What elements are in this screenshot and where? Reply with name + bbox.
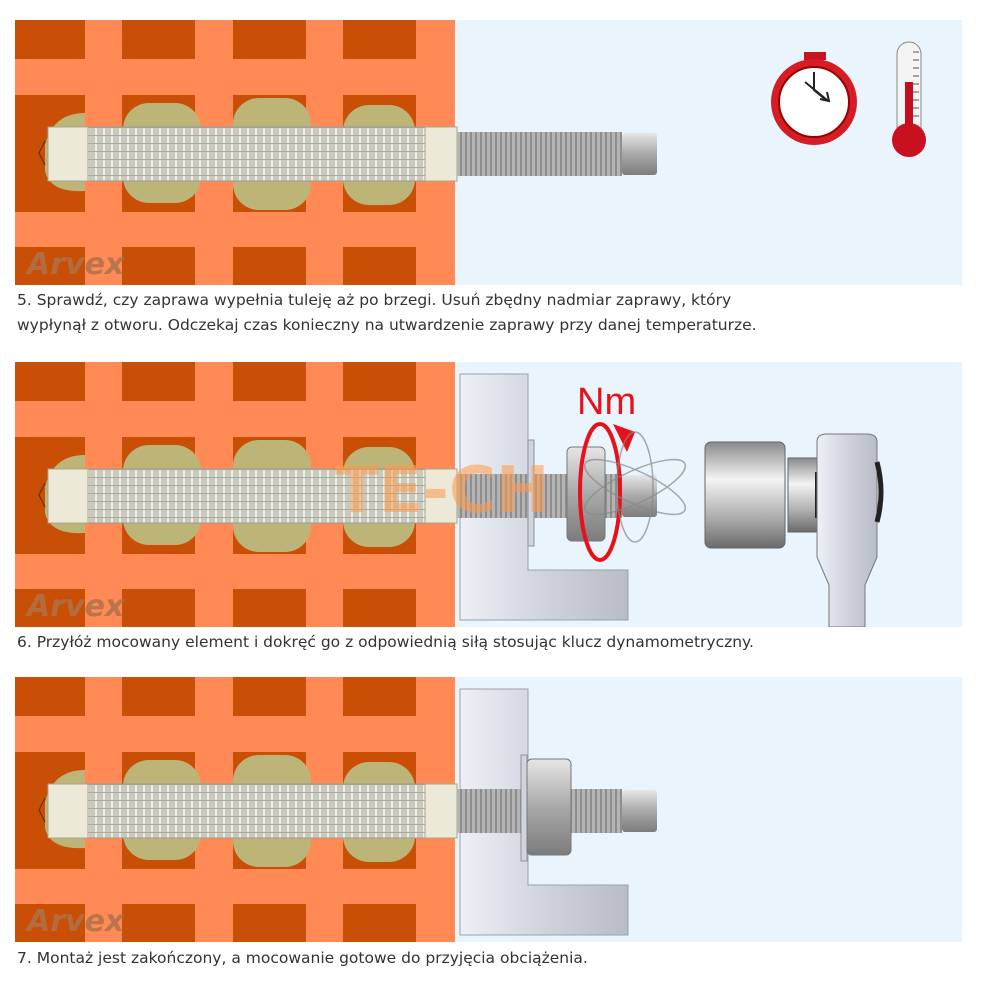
- thermometer-icon: [892, 41, 926, 157]
- drill-hole-tip: [38, 797, 46, 823]
- brick-cavity: [15, 904, 85, 942]
- brick-cavity: [15, 247, 85, 285]
- brick-cavity: [343, 247, 416, 285]
- brick-cavity: [343, 904, 416, 942]
- brick-cavity: [122, 904, 195, 942]
- brick-cavity: [233, 362, 306, 401]
- brick-cavity: [233, 677, 306, 716]
- rod-end: [622, 790, 657, 832]
- step-7-caption: 7. Montaż jest zakończony, a mocowanie g…: [17, 946, 588, 971]
- step-6-illustration: Arvex Nm TE-CH: [15, 362, 962, 627]
- drill-hole-tip: [38, 140, 46, 166]
- brick-cavity: [122, 247, 195, 285]
- drill-hole-tip: [38, 482, 46, 508]
- arvex-logo: Arvex: [25, 247, 126, 282]
- brick-cavity: [15, 20, 85, 59]
- brick-cavity: [15, 362, 85, 401]
- caption-line: 5. Sprawdź, czy zaprawa wypełnia tuleję …: [17, 291, 732, 309]
- nut: [566, 446, 606, 542]
- step-5-illustration: Arvex: [15, 20, 962, 285]
- sleeve-collar: [424, 783, 458, 839]
- brick-cavity: [233, 247, 306, 285]
- sleeve-collar: [424, 468, 458, 524]
- sleeve-end-cap: [47, 783, 89, 839]
- brick-cavity: [233, 904, 306, 942]
- brick-cavity: [343, 20, 416, 59]
- brick-cavity: [343, 362, 416, 401]
- sleeve-collar: [424, 126, 458, 182]
- threaded-rod: [457, 132, 622, 176]
- brick-cavity: [233, 589, 306, 627]
- mounting-bracket: [459, 373, 629, 621]
- mesh-sleeve: [47, 126, 456, 182]
- te-ch-watermark: TE-CH: [335, 454, 549, 528]
- stopwatch-icon: [771, 52, 857, 145]
- step-5-caption: 5. Sprawdź, czy zaprawa wypełnia tuleję …: [17, 288, 757, 338]
- torque-wrench-icon: [704, 433, 884, 627]
- torque-arrow-icon: [578, 422, 622, 562]
- brick-cavity: [122, 20, 195, 59]
- caption-line: 7. Montaż jest zakończony, a mocowanie g…: [17, 949, 588, 967]
- brick-cavity: [233, 20, 306, 59]
- step-6-caption: 6. Przyłóż mocowany element i dokręć go …: [17, 630, 754, 655]
- arvex-logo: Arvex: [25, 904, 126, 939]
- caption-line: wypłynął z otworu. Odczekaj czas koniecz…: [17, 316, 757, 334]
- torque-label: Nm: [577, 381, 636, 423]
- brick-cavity: [122, 589, 195, 627]
- atom-watermark-icon: [583, 431, 687, 543]
- brick-cavity: [15, 589, 85, 627]
- mesh-sleeve: [47, 783, 456, 839]
- brick-cavity: [343, 589, 416, 627]
- brick-cavity: [122, 362, 195, 401]
- mounting-bracket: [459, 688, 629, 936]
- step-7-illustration: Arvex: [15, 677, 962, 942]
- brick-cavity: [122, 677, 195, 716]
- washer: [520, 754, 528, 862]
- nut: [526, 758, 572, 856]
- mesh-sleeve: [47, 468, 456, 524]
- brick-cavity: [343, 677, 416, 716]
- caption-line: 6. Przyłóż mocowany element i dokręć go …: [17, 633, 754, 651]
- sleeve-end-cap: [47, 468, 89, 524]
- sleeve-end-cap: [47, 126, 89, 182]
- arvex-logo: Arvex: [25, 589, 126, 624]
- torque-arrow-head: [613, 424, 635, 452]
- brick-cavity: [15, 677, 85, 716]
- rod-end: [622, 133, 657, 175]
- washer: [527, 439, 535, 547]
